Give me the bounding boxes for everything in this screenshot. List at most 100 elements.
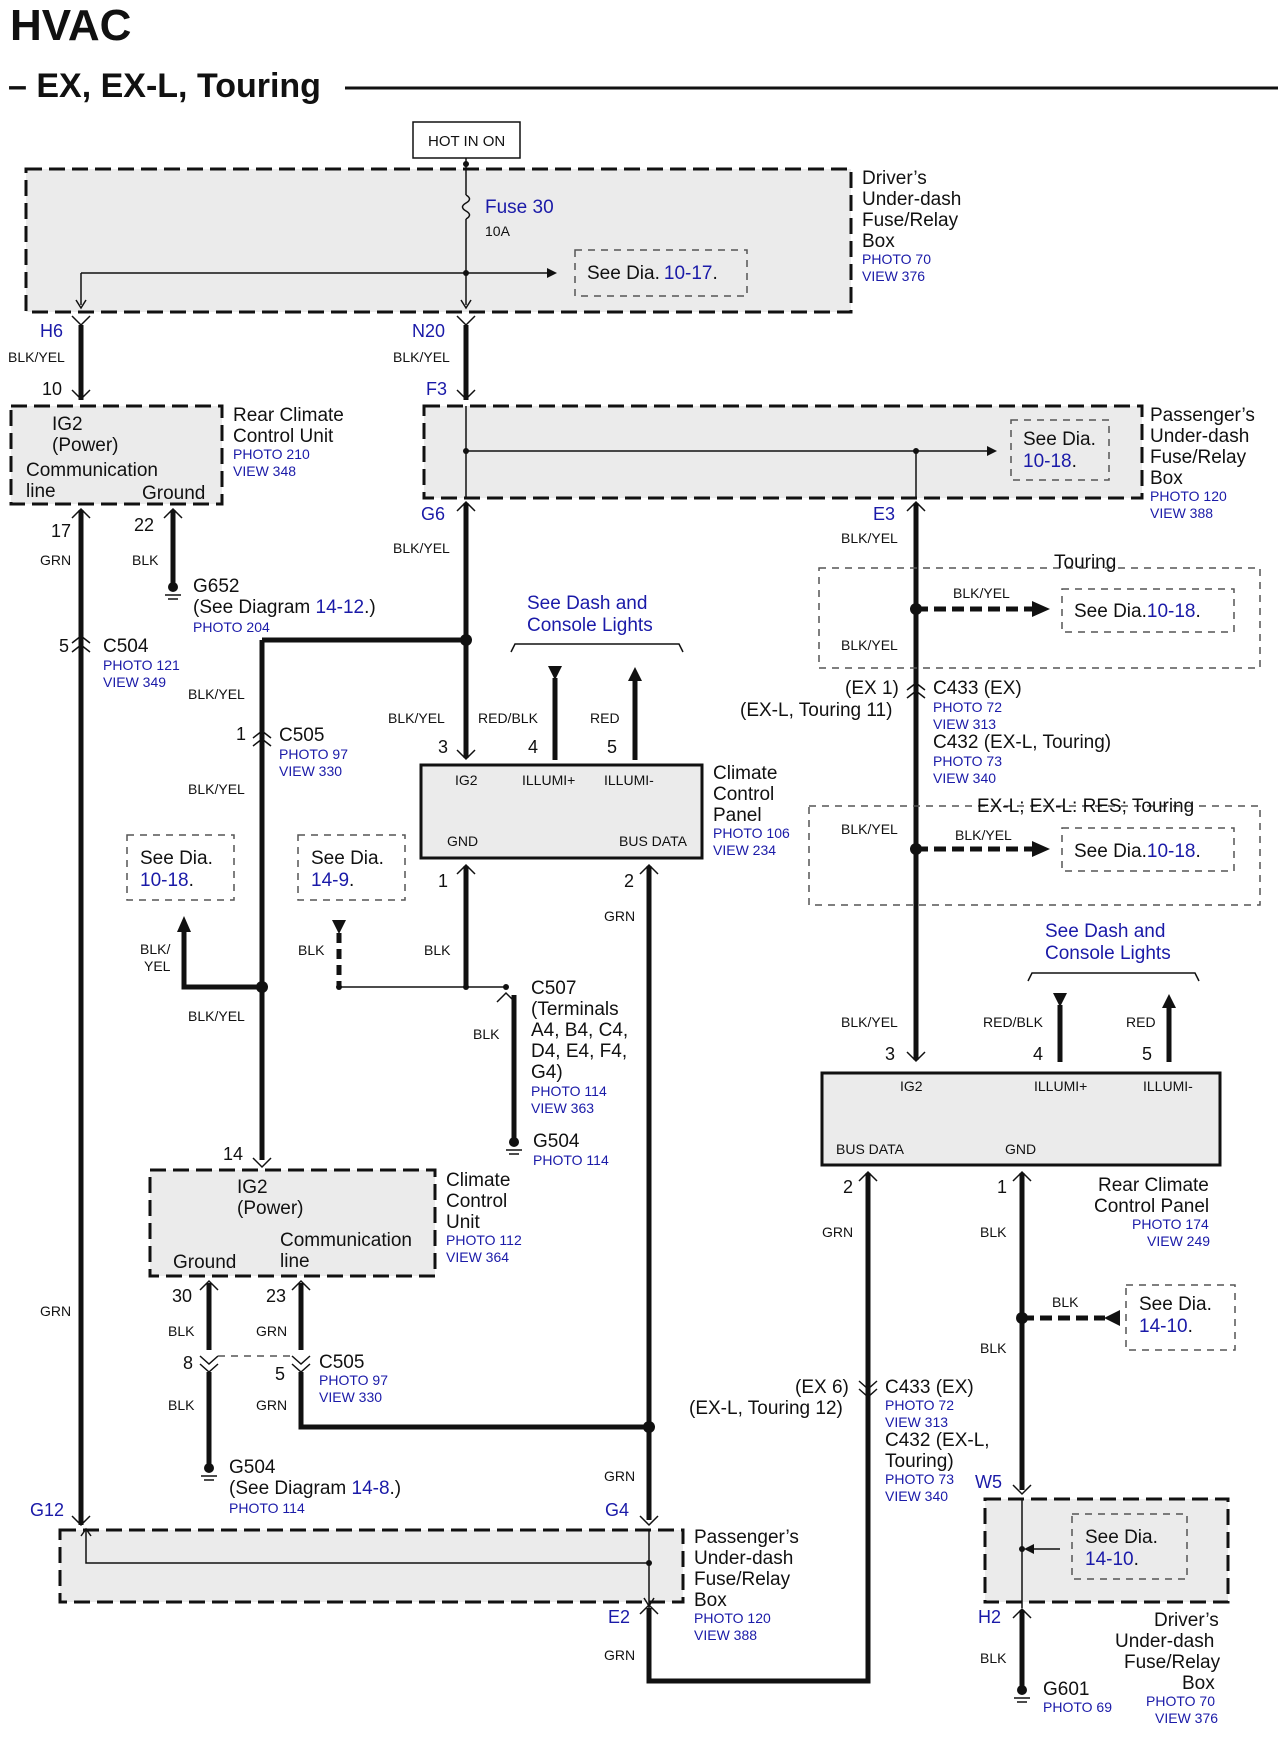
- drv-bot-name-2: Under-dash: [1115, 1631, 1214, 1652]
- c507-photo: PHOTO 114: [531, 1083, 607, 1099]
- see-10-18-b: 10-18.: [140, 870, 194, 891]
- g652-photo: PHOTO 204: [193, 619, 270, 635]
- c433b-photo73: PHOTO 73: [885, 1471, 954, 1487]
- wire-grn: GRN: [822, 1224, 853, 1240]
- wire-blk-yel: BLK/YEL: [841, 637, 898, 653]
- ground-dot: [168, 582, 178, 592]
- page-subtitle: – EX, EX-L, Touring: [8, 67, 321, 105]
- c505b-name: C505: [319, 1352, 364, 1373]
- rccp-1-connector: [1012, 1170, 1032, 1182]
- rccu-comm: Communication: [26, 460, 158, 481]
- g504b-see: (See Diagram 14-8.): [229, 1478, 401, 1499]
- see-dia-10-18-b: 10-18.: [1023, 451, 1077, 472]
- c505b-connector-5: [291, 1355, 311, 1374]
- ccp-pin-5: 5: [607, 737, 617, 757]
- splice: [503, 984, 509, 990]
- c507-line-1: (Terminals: [531, 999, 619, 1020]
- driver-box-name-4: Box: [862, 231, 895, 252]
- see-dia-10-17: See Dia.10-17.: [587, 263, 718, 284]
- arrow-illum-plus: [548, 666, 562, 680]
- passenger-fuse-box-top: [422, 404, 1144, 500]
- ccp-2-connector: [639, 863, 659, 875]
- see-dia-box: [574, 249, 748, 297]
- see-14-9-b: 14-9.: [311, 870, 354, 891]
- rccp-pin-3: 3: [885, 1044, 895, 1064]
- g4-connector: [639, 1515, 659, 1527]
- wire-blk-yel: BLK/YEL: [388, 710, 445, 726]
- wire-to-10-18: [181, 930, 262, 990]
- drv-bot-name-1: Driver’s: [1154, 1610, 1219, 1631]
- rccp-pin-1: 1: [997, 1177, 1007, 1197]
- see-14-9-a: See Dia.: [311, 848, 384, 869]
- wire-grn: GRN: [604, 1468, 635, 1484]
- c505b-view: VIEW 330: [319, 1389, 382, 1405]
- ccp-1-connector: [456, 863, 476, 875]
- ccp-pin-3: 3: [438, 737, 448, 757]
- wire-grn: GRN: [40, 1303, 71, 1319]
- rccp-2-connector: [858, 1170, 878, 1182]
- rccp-gnd: GND: [1005, 1141, 1036, 1157]
- c433b-c433: C433 (EX): [885, 1377, 974, 1398]
- g6-connector: [456, 500, 476, 512]
- rccp-3-connector: [906, 1051, 926, 1063]
- wire-red-blk: RED/BLK: [478, 710, 539, 726]
- ccu-comm: Communication: [280, 1230, 412, 1251]
- c433b-photo72: PHOTO 72: [885, 1397, 954, 1413]
- see-dia-box: [1061, 827, 1235, 872]
- wire-grn: GRN: [256, 1397, 287, 1413]
- conn-h6: H6: [40, 321, 63, 341]
- c505-connector: [252, 730, 272, 747]
- wire-red: RED: [590, 710, 620, 726]
- ccp-name-3: Panel: [713, 805, 762, 826]
- c433b-ex: (EX 6): [795, 1377, 849, 1398]
- wire-blk: BLK: [168, 1323, 195, 1339]
- ccp-view: VIEW 234: [713, 842, 776, 858]
- rccu-17-connector: [71, 507, 91, 519]
- wire-blk-yel: BLK/YEL: [188, 781, 245, 797]
- dash-lights-brace: [1027, 972, 1200, 982]
- wire-blk-yel: BLK/YEL: [393, 349, 450, 365]
- rccp-bus: BUS DATA: [836, 1141, 905, 1157]
- pass-bot-name-3: Fuse/Relay: [694, 1569, 791, 1590]
- pass-top-photo: PHOTO 120: [1150, 488, 1227, 504]
- c507-line-2: A4, B4, C4,: [531, 1020, 628, 1041]
- arrow-to-10-18: [177, 916, 191, 932]
- rccp-name-1: Rear Climate: [1098, 1175, 1209, 1196]
- g504b-name: G504: [229, 1457, 276, 1478]
- c433b-c432a: C432 (EX-L,: [885, 1430, 990, 1451]
- wire-grn: GRN: [40, 552, 71, 568]
- ccu-view: VIEW 364: [446, 1249, 509, 1265]
- ccp-pin-4: 4: [528, 737, 538, 757]
- c507-line-4: G4): [531, 1062, 563, 1083]
- wire-blk: BLK: [1052, 1294, 1079, 1310]
- pass-top-name-3: Fuse/Relay: [1150, 447, 1247, 468]
- wire-red: RED: [1126, 1014, 1156, 1030]
- c505b-pin-8: 8: [183, 1353, 193, 1373]
- g652-label: G652: [193, 576, 239, 597]
- ccp-photo: PHOTO 106: [713, 825, 790, 841]
- arrow-from-14-10: [1104, 1310, 1120, 1326]
- conn-n20: N20: [412, 321, 445, 341]
- e2-connector: [639, 1603, 659, 1615]
- driver-box-name-1: Driver’s: [862, 168, 927, 189]
- ccp-name-2: Control: [713, 784, 774, 805]
- c433b-c432b: Touring): [885, 1451, 954, 1472]
- exl-group: [808, 805, 1261, 906]
- ccu-30-connector: [199, 1279, 219, 1291]
- c433a-view340: VIEW 340: [933, 770, 996, 786]
- ccu-line: line: [280, 1251, 310, 1272]
- c433-connector: [906, 682, 926, 699]
- rccu-ig2: IG2: [52, 414, 83, 435]
- exl-see: See Dia.10-18.: [1074, 841, 1201, 862]
- rccp-view: VIEW 249: [1147, 1233, 1210, 1249]
- rccu-name-2: Control Unit: [233, 426, 334, 447]
- rccu-pin-10: 10: [42, 379, 62, 399]
- pass-bot-bus: [85, 1530, 649, 1564]
- ccp-gnd: GND: [447, 833, 478, 849]
- rccp-pin-4: 4: [1033, 1044, 1043, 1064]
- n20-connector: [456, 315, 476, 327]
- g601-name: G601: [1043, 1679, 1089, 1700]
- see-dia-box: [1071, 1513, 1188, 1580]
